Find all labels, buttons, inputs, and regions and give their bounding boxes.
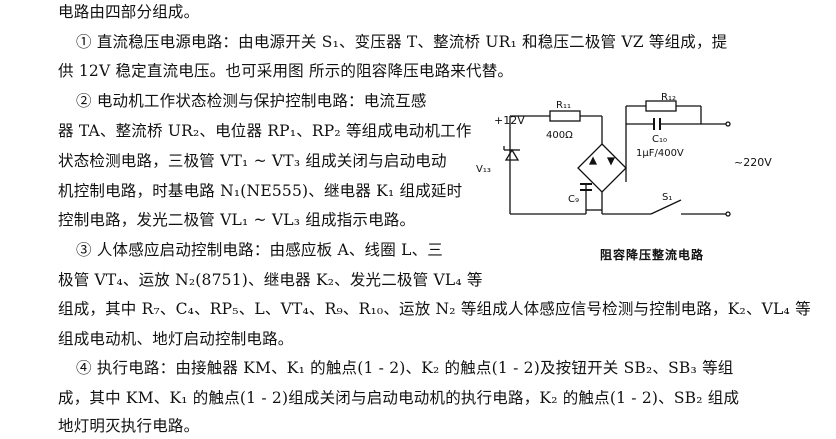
label-r12: R₁₂ [661, 92, 676, 103]
label-s1: S₁ [662, 192, 672, 203]
label-plus12v: +12V [494, 114, 525, 127]
circuit-diagram: +12V R₁₁ 400Ω R₁₂ C₁₀ 1μF/400V ~220V V₁₃… [476, 92, 772, 217]
text-line: 电路由四部分组成。 [58, 3, 200, 21]
label-v13: V₁₃ [476, 164, 491, 175]
text-line: 极管 VT₄、运放 N₂(8751)、继电器 K₂、发光二极管 VL₄ 等 [58, 271, 483, 289]
text-line: 机控制电路，时基电路 N₁(NE555)、继电器 K₁ 组成延时 [58, 182, 463, 200]
text-line: 成，其中 KM、K₁ 的触点(1 - 2)组成关闭与启动电动机的执行电路，K₂ … [58, 389, 740, 407]
text-line: ② 电动机工作状态检测与保护控制电路：电流互感 [76, 92, 427, 110]
resistor-r11 [549, 110, 581, 122]
label-c10-value: 1μF/400V [636, 148, 684, 159]
label-c10: C₁₀ [652, 134, 667, 145]
zener-diode-v13 [504, 148, 520, 161]
text-line: 状态检测电路，三极管 VT₁ ~ VT₃ 组成关闭与启动电动 [58, 152, 447, 170]
text-line: 组成电动机、地灯启动控制电路。 [58, 330, 294, 348]
text-line: 供 12V 稳定直流电压。也可采用图 所示的阻容降压电路来代替。 [58, 62, 514, 80]
figure-caption: 阻容降压整流电路 [600, 248, 705, 262]
label-c9: C₉ [568, 194, 579, 205]
text-line: ① 直流稳压电源电路：由电源开关 S₁、变压器 T、整流桥 UR₁ 和稳压二极管… [76, 33, 728, 51]
label-220v: ~220V [734, 156, 772, 169]
text-line: ④ 执行电路：由接触器 KM、K₁ 的触点(1 - 2)、K₂ 的触点(1 - … [76, 359, 734, 377]
text-line: 地灯明灭执行电路。 [58, 417, 200, 435]
text-line: 器 TA、整流桥 UR₂、电位器 RP₁、RP₂ 等组成电动机工作 [58, 122, 472, 140]
text-line: 组成，其中 R₇、C₄、RP₅、L、VT₄、R₉、R₁₀、运放 N₂ 等组成人体… [58, 300, 811, 318]
text-line: 控制电路，发光二极管 VL₁ ~ VL₃ 组成指示电路。 [58, 211, 416, 229]
label-r11: R₁₁ [556, 100, 571, 111]
text-line: ③ 人体感应启动控制电路：由感应板 A、线圈 L、三 [76, 241, 443, 259]
label-r11-value: 400Ω [546, 130, 573, 141]
